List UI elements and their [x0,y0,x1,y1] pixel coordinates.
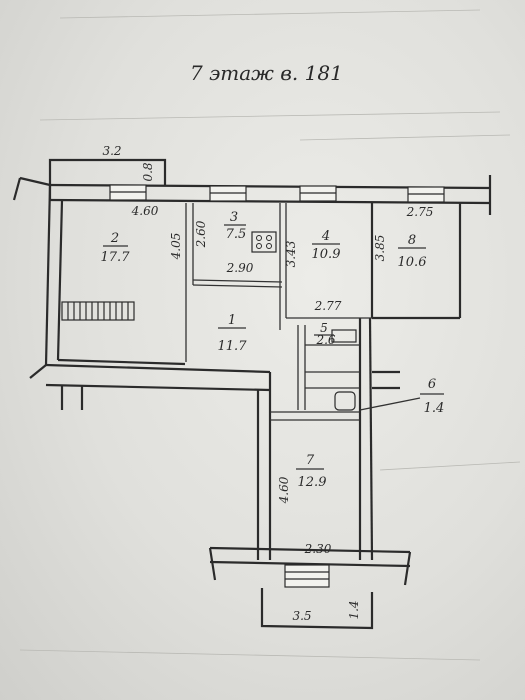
dim-room7-width: 2.30 [304,542,332,556]
room-4-area: 10.9 [312,247,341,262]
dim-top-depth: 0.8 [141,162,155,181]
dim-room3-depth: 2.60 [194,220,208,248]
room-7-number: 7 [306,453,315,468]
stove-icon [251,231,277,253]
interior-walls [61,203,372,421]
room-1-area: 11.7 [218,339,248,354]
window-room7 [284,564,330,588]
dim-room4-depth: 3.43 [284,240,298,267]
dim-top-width: 3.2 [102,144,121,158]
room-2-number: 2 [110,231,119,246]
radiator-hatching [67,302,129,320]
room-6-number: 6 [428,377,436,392]
room-4-number: 4 [321,229,330,244]
room-3-area: 7.5 [226,227,247,242]
exterior-walls [12,158,492,630]
room-1-number: 1 [228,313,236,328]
paper-texture [19,9,521,661]
dim-balcony-depth: 1.4 [347,600,361,619]
room-8-number: 8 [408,233,416,248]
fixtures [251,231,357,411]
windows [109,184,445,588]
sink-icon [331,329,357,343]
dim-room8-width: 2.75 [406,205,434,219]
dim-room2-width: 4.60 [131,204,159,218]
dim-room2-depth: 4.05 [169,233,183,261]
room-5-area: 2.6 [315,333,335,347]
room-6-area: 1.4 [424,401,445,416]
dim-room3-width: 2.90 [226,261,254,275]
room-labels: 2 17.7 3 7.5 4 10.9 8 10.6 1 11.7 5 2.6 … [101,210,445,490]
room-8-area: 10.6 [398,255,427,270]
dim-room8-depth: 3.85 [373,235,387,262]
dimension-labels: 3.2 0.8 4.60 4.05 2.60 2.90 3.43 2.77 2.… [102,144,433,623]
dim-room7-depth: 4.60 [277,476,291,504]
dim-room4-width: 2.77 [314,299,342,313]
room-7-area: 12.9 [298,475,327,490]
room-2-area: 17.7 [101,250,131,265]
room-5-number: 5 [320,321,328,335]
dim-balcony-width: 3.5 [292,609,311,623]
toilet-icon [334,391,356,411]
room-3-number: 3 [230,210,238,225]
plan-title: 7 этаж в. 181 [190,61,343,85]
